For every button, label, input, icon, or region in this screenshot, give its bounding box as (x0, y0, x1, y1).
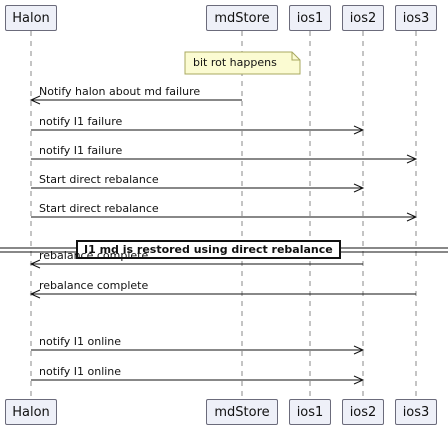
message-label: rebalance complete (39, 279, 149, 292)
message-label: Start direct rebalance (39, 173, 159, 186)
message-label: rebalance complete (39, 249, 149, 262)
participant-halon-top: Halon (5, 5, 57, 31)
message-label: Notify halon about md failure (39, 85, 201, 98)
divider-label: I1 md is restored using direct rebalance (76, 240, 341, 259)
participant-mdstore-bottom: mdStore (206, 399, 278, 425)
message-label: Start direct rebalance (39, 202, 159, 215)
note-box (184, 51, 301, 75)
arrow-head (353, 375, 365, 385)
message-label: notify I1 failure (39, 144, 123, 157)
participant-ios3-bottom: ios3 (395, 399, 437, 425)
participant-halon-bottom: Halon (5, 399, 57, 425)
message-label: notify I1 online (39, 365, 122, 378)
participant-ios2-top: ios2 (342, 5, 384, 31)
arrow-head (29, 289, 41, 299)
arrow-head (29, 259, 41, 269)
arrow-head (29, 95, 41, 105)
message-label: notify I1 failure (39, 115, 123, 128)
participant-ios2-bottom: ios2 (342, 399, 384, 425)
participant-ios1-bottom: ios1 (289, 399, 331, 425)
note-text: bit rot happens (193, 56, 277, 69)
arrow-head (406, 154, 418, 164)
arrow-head (353, 125, 365, 135)
arrow-head (353, 345, 365, 355)
arrow-head (353, 183, 365, 193)
participant-mdstore-top: mdStore (206, 5, 278, 31)
participant-ios3-top: ios3 (395, 5, 437, 31)
note-fold (291, 52, 300, 61)
arrow-head (406, 212, 418, 222)
participant-ios1-top: ios1 (289, 5, 331, 31)
message-label: notify I1 online (39, 335, 122, 348)
